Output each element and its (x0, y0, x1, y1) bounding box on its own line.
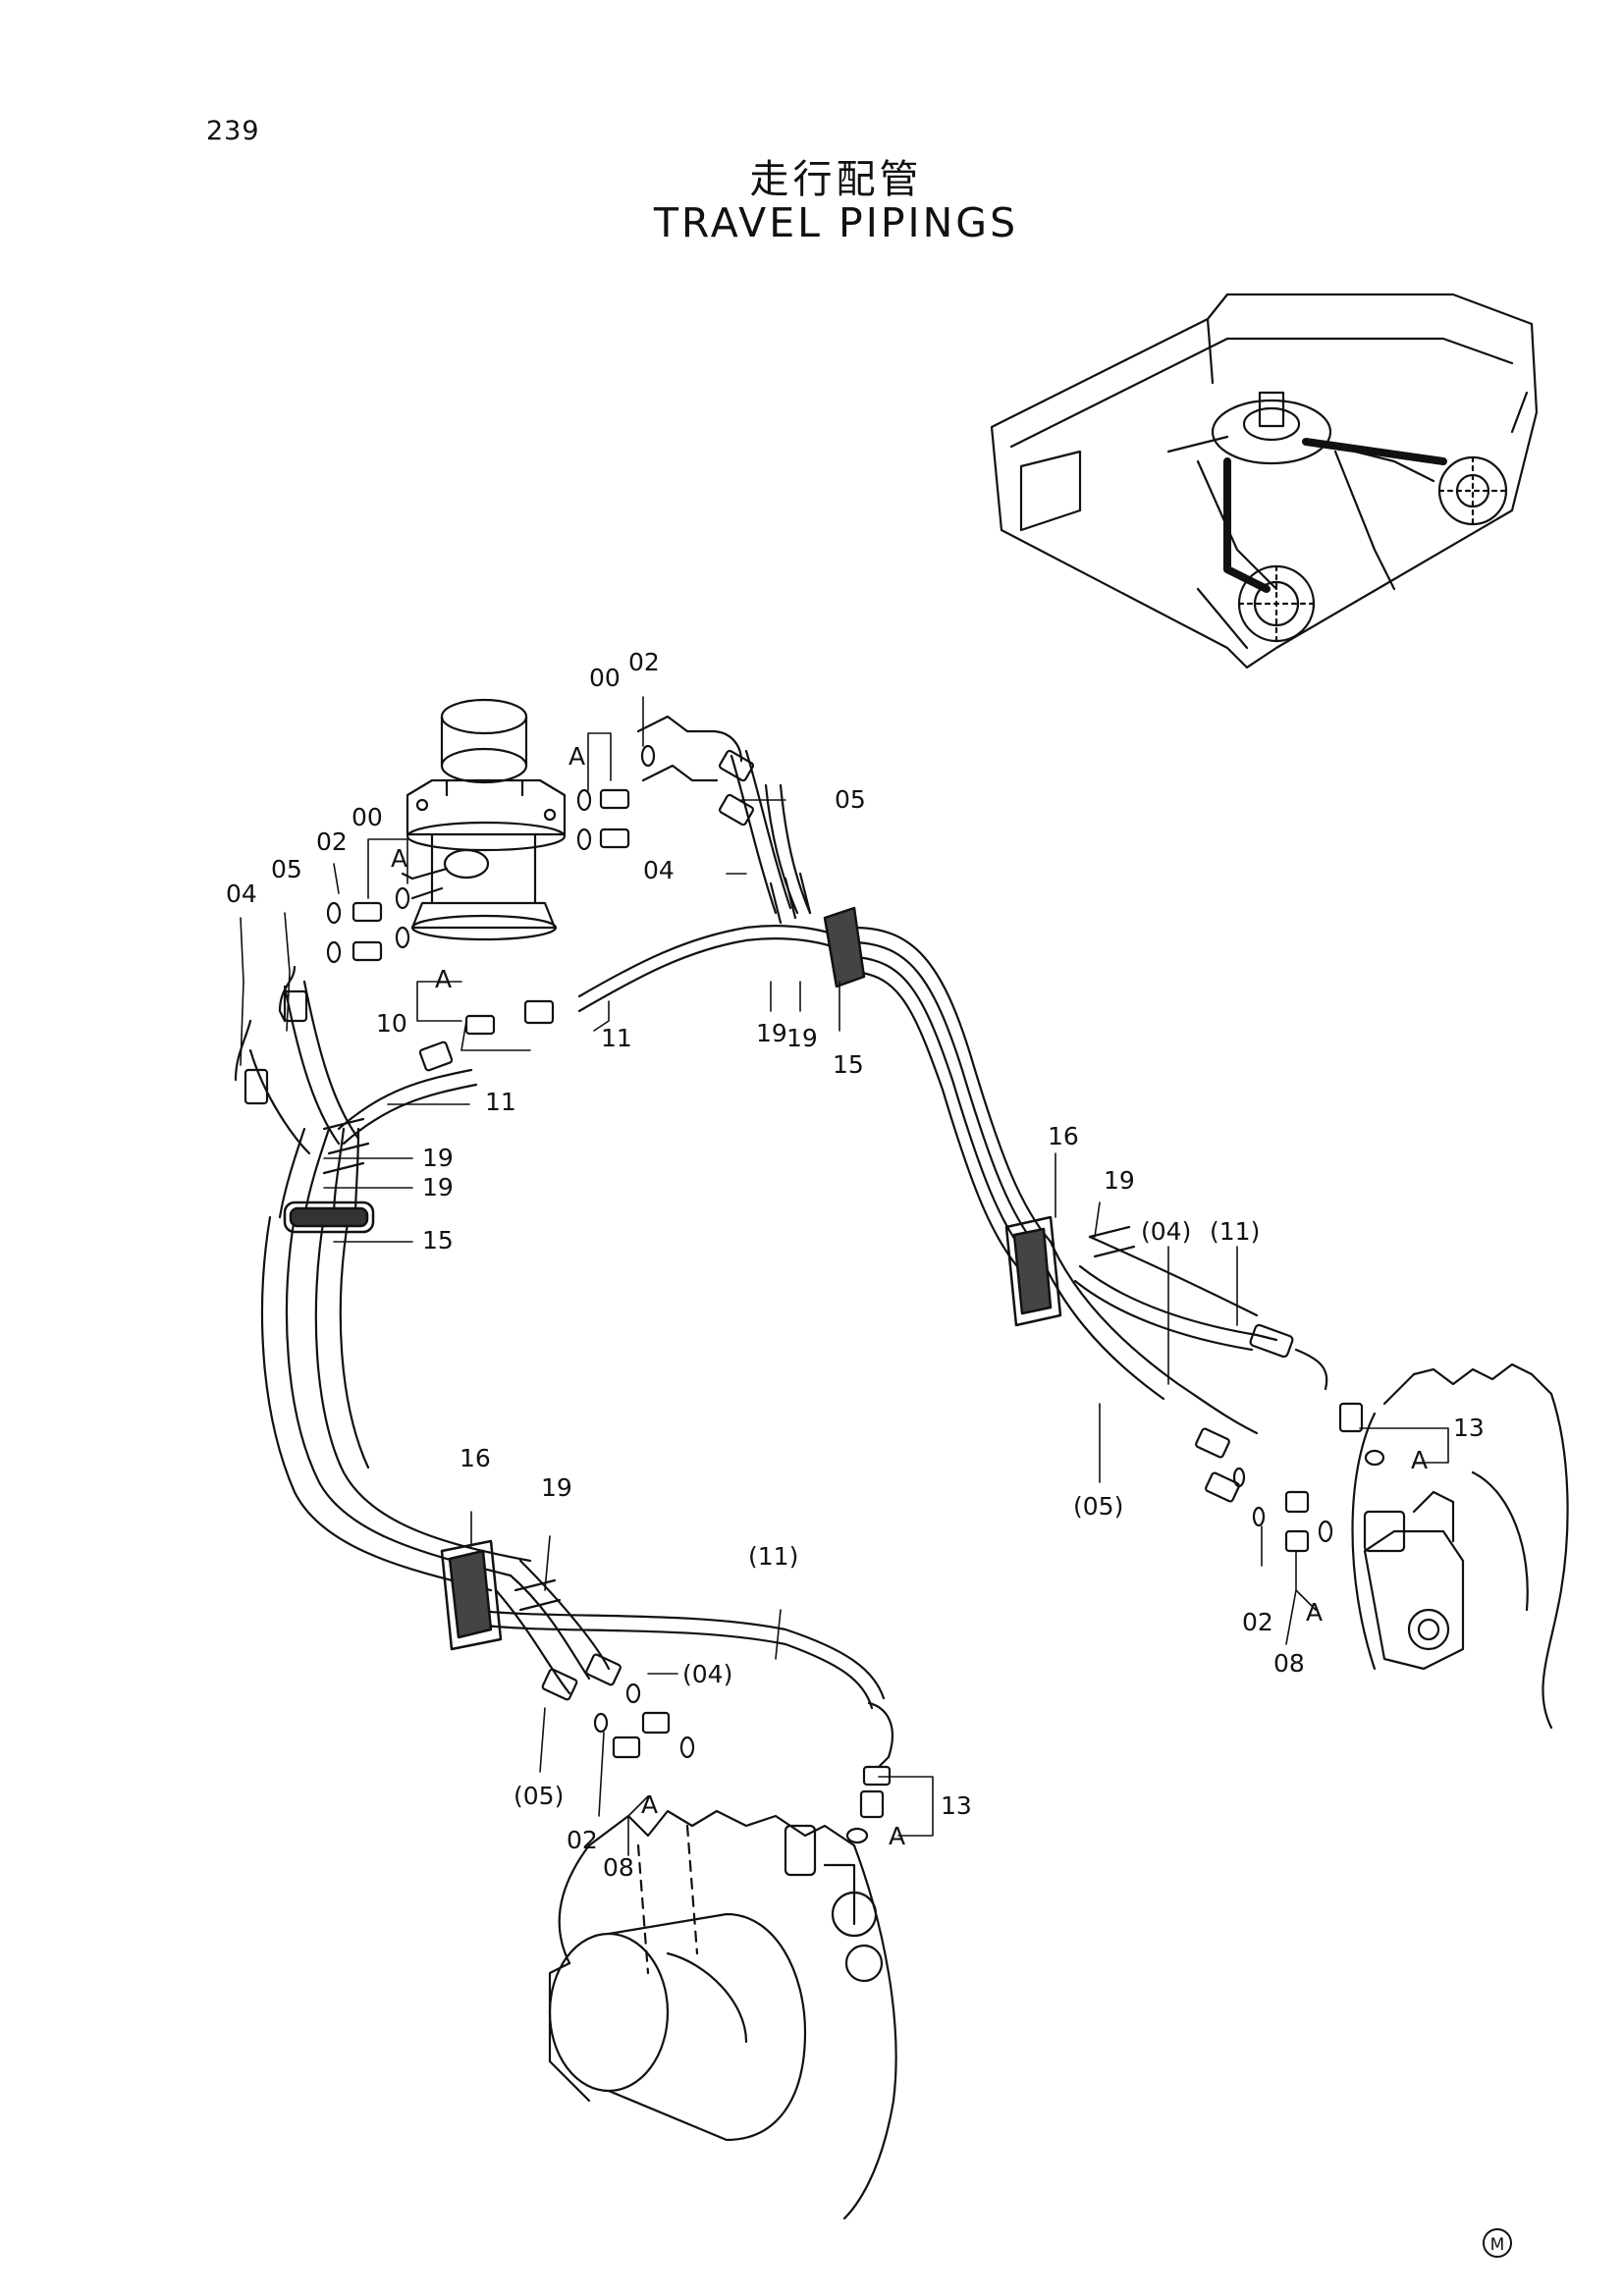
fittings-low (541, 1653, 893, 1844)
callout-02-right: 02 (1242, 1608, 1273, 1636)
callout-A-top: A (568, 742, 586, 771)
callout-05-right-top: 05 (835, 785, 866, 814)
callout-04-paren-low: (04) (682, 1660, 733, 1688)
callout-15-upper: 15 (833, 1050, 864, 1079)
callout-00-top: 00 (589, 664, 621, 692)
callout-19-a: 19 (756, 1019, 787, 1047)
callout-11-paren-right: (11) (1210, 1217, 1261, 1246)
callout-13-low: 13 (941, 1791, 972, 1820)
callout-16-low: 16 (460, 1444, 491, 1472)
title-english: TRAVEL PIPINGS (653, 199, 1019, 246)
callout-A-right-low: A (1306, 1598, 1324, 1627)
callout-04-left: 04 (226, 880, 257, 908)
callout-19-left-a: 19 (422, 1144, 454, 1172)
fittings-left (234, 886, 555, 1105)
fittings-upper (576, 715, 754, 851)
undercarriage-overview-icon (990, 293, 1539, 669)
callout-19-left-b: 19 (422, 1173, 454, 1201)
clamp-16-right (1004, 1215, 1062, 1327)
page-number: 239 (206, 116, 260, 146)
callout-05-paren-low: (05) (514, 1782, 565, 1810)
clamp-16-low (440, 1539, 503, 1651)
callout-02-low: 02 (567, 1826, 598, 1854)
callout-A-low-right: A (889, 1822, 906, 1850)
travel-motor-right-icon (1351, 1362, 1569, 1730)
callout-A-low: A (641, 1790, 659, 1819)
clamp-15-left (283, 1201, 375, 1234)
callout-11-paren-low: (11) (748, 1542, 799, 1571)
callout-11-left: 11 (485, 1088, 516, 1116)
callout-10: 10 (376, 1009, 407, 1038)
callout-19-low: 19 (541, 1473, 572, 1502)
callout-A-center: A (435, 965, 453, 993)
callout-15-left: 15 (422, 1226, 454, 1255)
callout-02-left: 02 (316, 828, 348, 856)
callout-A-right: A (1411, 1446, 1429, 1474)
travel-motor-low-icon (548, 1809, 897, 2220)
manufacturer-mark-icon: M (1483, 2228, 1512, 2258)
center-joint-icon (401, 698, 567, 941)
band-clips-19 (322, 872, 1136, 1612)
callout-11-center: 11 (601, 1024, 632, 1052)
fittings-right (1195, 1323, 1385, 1553)
callout-02-top: 02 (628, 648, 660, 676)
callout-13-right: 13 (1453, 1414, 1485, 1442)
callout-19-right: 19 (1104, 1166, 1135, 1195)
callout-04-paren-right: (04) (1141, 1217, 1192, 1246)
callout-A-left: A (391, 844, 408, 873)
callout-00-left: 00 (352, 803, 383, 831)
callout-08-right: 08 (1273, 1649, 1305, 1678)
callout-05-left: 05 (271, 855, 302, 883)
callout-05-paren-right: (05) (1073, 1492, 1124, 1521)
clamp-15-upper (823, 906, 866, 988)
callout-19-b: 19 (786, 1024, 818, 1052)
title-japanese: 走行配管 (749, 157, 923, 202)
callout-16-right: 16 (1048, 1122, 1079, 1150)
leader-lines (240, 696, 1449, 1856)
hose-bundle (248, 749, 1278, 1710)
callout-08-low: 08 (603, 1853, 634, 1882)
callout-04-mid: 04 (643, 856, 675, 884)
